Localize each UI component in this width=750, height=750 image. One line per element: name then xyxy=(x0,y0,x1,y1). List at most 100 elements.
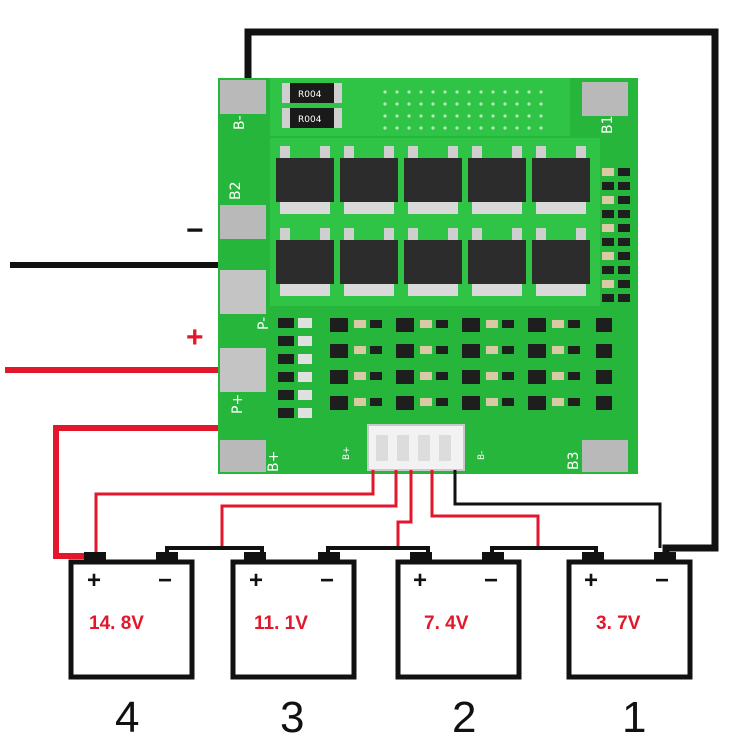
pcb-via xyxy=(395,102,399,106)
sot-chip xyxy=(330,370,348,384)
shunt-resistor-bottom xyxy=(282,108,342,128)
mosfet-lead xyxy=(472,228,482,240)
smd-resistor xyxy=(420,346,432,354)
pcb-via xyxy=(395,126,399,130)
pcb-vias xyxy=(383,90,543,130)
mosfet-body xyxy=(532,240,590,284)
smd-part xyxy=(602,224,614,232)
mosfet-tab xyxy=(472,284,522,296)
balance-wire-cell2 xyxy=(396,470,413,548)
pcb-via xyxy=(407,90,411,94)
smd-resistor xyxy=(552,398,564,406)
battery-cells: + − 14. 8V 4 + − 11. 1V 3 + − 7. 4V 2 xyxy=(68,552,693,742)
sot-chip xyxy=(596,396,612,410)
sot-chip xyxy=(462,344,480,358)
smd-part xyxy=(618,280,630,288)
connector-pin xyxy=(397,435,409,461)
mosfet-tab xyxy=(472,202,522,214)
pcb-via xyxy=(539,102,543,106)
pad-label-b1: B1 xyxy=(600,115,616,134)
smd-resistor xyxy=(370,398,382,406)
mosfet-body xyxy=(276,158,334,202)
bms-pcb-board: B- B2 P- P+ B+ B1 B3 R004 R004 B+ B- xyxy=(218,78,638,474)
mosfet-body xyxy=(468,158,526,202)
battery-cell-2: + − 7. 4V 2 xyxy=(395,552,522,742)
sot-chip xyxy=(396,344,414,358)
pcb-via xyxy=(443,102,447,106)
left-smd-column xyxy=(278,318,312,418)
mosfet-body xyxy=(404,158,462,202)
smd-part xyxy=(298,354,312,364)
smd-part xyxy=(618,182,630,190)
pcb-via xyxy=(467,126,471,130)
b-plus-main-wire xyxy=(53,425,222,559)
mosfet-tab xyxy=(344,202,394,214)
shunt-resistor-top xyxy=(282,83,342,103)
sot-chip xyxy=(330,396,348,410)
mosfet-lead xyxy=(448,146,458,158)
pcb-via xyxy=(407,114,411,118)
pcb-via xyxy=(479,102,483,106)
cell-plus-label: + xyxy=(413,567,427,594)
cell-terminal-plus xyxy=(410,552,432,562)
pcb-via xyxy=(479,90,483,94)
main-negative-loop-wire xyxy=(244,28,719,560)
pcb-via xyxy=(455,126,459,130)
sot-chip xyxy=(396,318,414,332)
sot-chip xyxy=(330,318,348,332)
mosfet-lead xyxy=(384,146,394,158)
sot-chip xyxy=(462,370,480,384)
smd-resistor xyxy=(420,372,432,380)
battery-cell-1: + − 3. 7V 1 xyxy=(566,552,693,742)
pcb-via xyxy=(515,102,519,106)
smd-resistor xyxy=(568,346,580,354)
sot-chip xyxy=(528,318,546,332)
smd-part xyxy=(298,408,312,418)
pad-p-plus xyxy=(220,348,266,392)
smd-part xyxy=(618,294,630,302)
smd-part xyxy=(602,238,614,246)
mosfet-lead xyxy=(472,146,482,158)
smd-part xyxy=(618,266,630,274)
pad-label-b-minus: B- xyxy=(232,115,248,130)
pcb-via xyxy=(383,102,387,106)
pcb-via xyxy=(395,90,399,94)
pcb-via xyxy=(455,90,459,94)
pcb-via xyxy=(419,114,423,118)
cell-number-label: 3 xyxy=(280,693,304,742)
pcb-via xyxy=(383,114,387,118)
pcb-via xyxy=(527,102,531,106)
cell-voltage-label: 11. 1V xyxy=(254,613,308,634)
sot-chip xyxy=(596,318,612,332)
smd-part xyxy=(278,390,294,400)
pcb-via xyxy=(443,90,447,94)
pad-label-b-plus: B+ xyxy=(266,451,282,472)
mosfet-body xyxy=(404,240,462,284)
smd-part xyxy=(298,336,312,346)
pad-b-plus xyxy=(220,440,266,472)
pcb-via xyxy=(419,102,423,106)
pcb-via xyxy=(527,90,531,94)
battery-cell-3: + − 11. 1V 3 xyxy=(230,552,357,742)
pcb-via xyxy=(443,126,447,130)
mosfet-lead xyxy=(576,228,586,240)
cell-minus-label: − xyxy=(484,567,498,594)
pcb-via xyxy=(527,126,531,130)
smd-part xyxy=(618,224,630,232)
mosfet-lead xyxy=(536,146,546,158)
mosfet-lead xyxy=(512,146,522,158)
pcb-via xyxy=(407,126,411,130)
sot-chip xyxy=(330,344,348,358)
mosfet-lead xyxy=(320,228,330,240)
pcb-via xyxy=(467,114,471,118)
smd-resistor xyxy=(354,346,366,354)
cell-body xyxy=(566,559,693,680)
connector-pin xyxy=(418,435,430,461)
pcb-via xyxy=(539,90,543,94)
cell-minus-label: − xyxy=(320,567,334,594)
sot-chip xyxy=(396,396,414,410)
cell-plus-label: + xyxy=(584,567,598,594)
pcb-via xyxy=(467,90,471,94)
balance-wire-cell4 xyxy=(94,470,375,556)
